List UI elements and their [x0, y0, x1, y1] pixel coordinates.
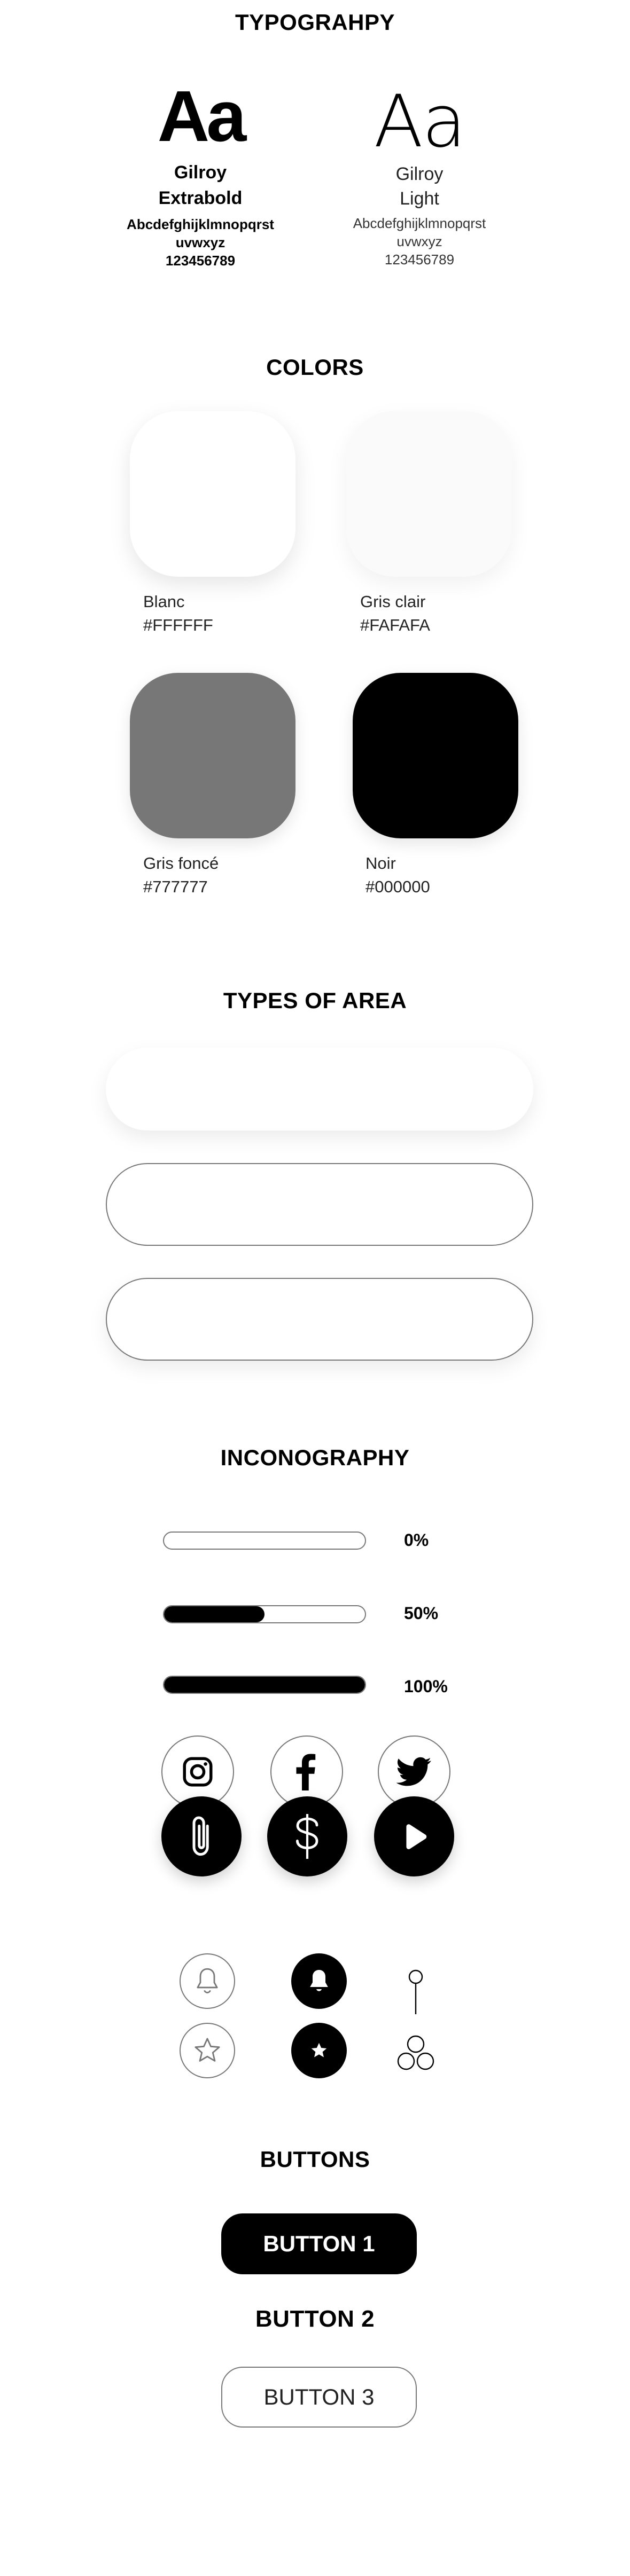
colors-title: COLORS — [266, 355, 364, 380]
dollar-icon — [296, 1814, 318, 1859]
pin-icon — [408, 1969, 423, 2014]
star-outline-icon — [195, 2038, 220, 2062]
progress-fill-100 — [164, 1677, 365, 1693]
notification-outline-button[interactable] — [180, 1953, 235, 2009]
font-name-light-line1: Gilroy — [395, 164, 444, 184]
progress-label-0: 0% — [404, 1530, 429, 1550]
play-button[interactable] — [374, 1796, 454, 1876]
favorite-filled-button[interactable] — [291, 2023, 347, 2078]
swatch-blanc — [130, 411, 295, 577]
area-shadow[interactable] — [106, 1048, 533, 1130]
swatch-gris-fonce — [130, 673, 295, 838]
paperclip-icon — [192, 1816, 209, 1856]
glyphs-light-line2: uvwxyz — [396, 233, 442, 249]
progress-label-50: 50% — [404, 1604, 439, 1623]
progress-label-100: 100% — [404, 1677, 448, 1696]
cluster-button[interactable] — [395, 2035, 436, 2076]
font-name-light-line2: Light — [400, 189, 439, 209]
attach-button[interactable] — [161, 1796, 242, 1876]
typography-light-column: Aa Gilroy Light Abcdefghijklmnopqrst uvw… — [334, 85, 505, 269]
area-outline-shadow[interactable] — [106, 1278, 533, 1361]
button-2[interactable]: BUTTON 2 — [255, 2306, 375, 2332]
glyphs-bold-line1: Abcdefghijklmnopqrst — [127, 216, 274, 232]
star-filled-icon — [311, 2043, 327, 2057]
font-name-bold-line2: Extrabold — [158, 188, 243, 208]
instagram-button[interactable] — [161, 1735, 234, 1808]
play-icon — [406, 1824, 427, 1849]
swatch-noir — [353, 673, 518, 838]
swatch-gris-fonce-label: Gris foncé #777777 — [143, 854, 219, 896]
instagram-icon — [183, 1757, 213, 1787]
button-1[interactable]: BUTTON 1 — [221, 2213, 417, 2274]
glyphs-bold-line2: uvwxyz — [175, 234, 225, 250]
favorite-outline-button[interactable] — [180, 2023, 235, 2078]
bell-outline-icon — [197, 1968, 218, 1993]
font-sample-bold: Aa — [157, 76, 247, 156]
progress-bar-50 — [163, 1605, 366, 1623]
swatch-blanc-label: Blanc #FFFFFF — [143, 592, 213, 634]
typography-bold-column: Aa Gilroy Extrabold Abcdefghijklmnopqrst… — [115, 80, 286, 270]
digits-light: 123456789 — [384, 252, 455, 268]
progress-bar-100 — [163, 1676, 366, 1694]
swatch-gris-clair — [346, 411, 512, 577]
twitter-button[interactable] — [378, 1735, 450, 1808]
twitter-icon — [396, 1757, 431, 1786]
digits-bold: 123456789 — [165, 253, 236, 269]
notification-filled-button[interactable] — [291, 1953, 347, 2009]
area-outline[interactable] — [106, 1163, 533, 1246]
font-sample-light: Aa — [374, 80, 466, 163]
glyphs-light-line1: Abcdefghijklmnopqrst — [353, 215, 486, 231]
cluster-icon — [397, 2035, 434, 2070]
facebook-icon — [296, 1754, 316, 1790]
button-3[interactable]: BUTTON 3 — [221, 2367, 417, 2428]
buttons-title: BUTTONS — [260, 2147, 370, 2172]
progress-fill-50 — [164, 1606, 265, 1622]
progress-bar-0 — [163, 1532, 366, 1550]
swatch-noir-label: Noir #000000 — [365, 854, 430, 896]
areas-title: TYPES OF AREA — [223, 988, 407, 1013]
swatch-gris-clair-label: Gris clair #FAFAFA — [360, 592, 430, 634]
iconography-title: INCONOGRAPHY — [220, 1445, 410, 1470]
payment-button[interactable] — [267, 1796, 347, 1876]
font-name-bold-line1: Gilroy — [174, 162, 227, 183]
bell-filled-icon — [310, 1970, 328, 1991]
typography-title: TYPOGRAHPY — [235, 10, 395, 35]
location-pin-button[interactable] — [407, 1969, 424, 2018]
